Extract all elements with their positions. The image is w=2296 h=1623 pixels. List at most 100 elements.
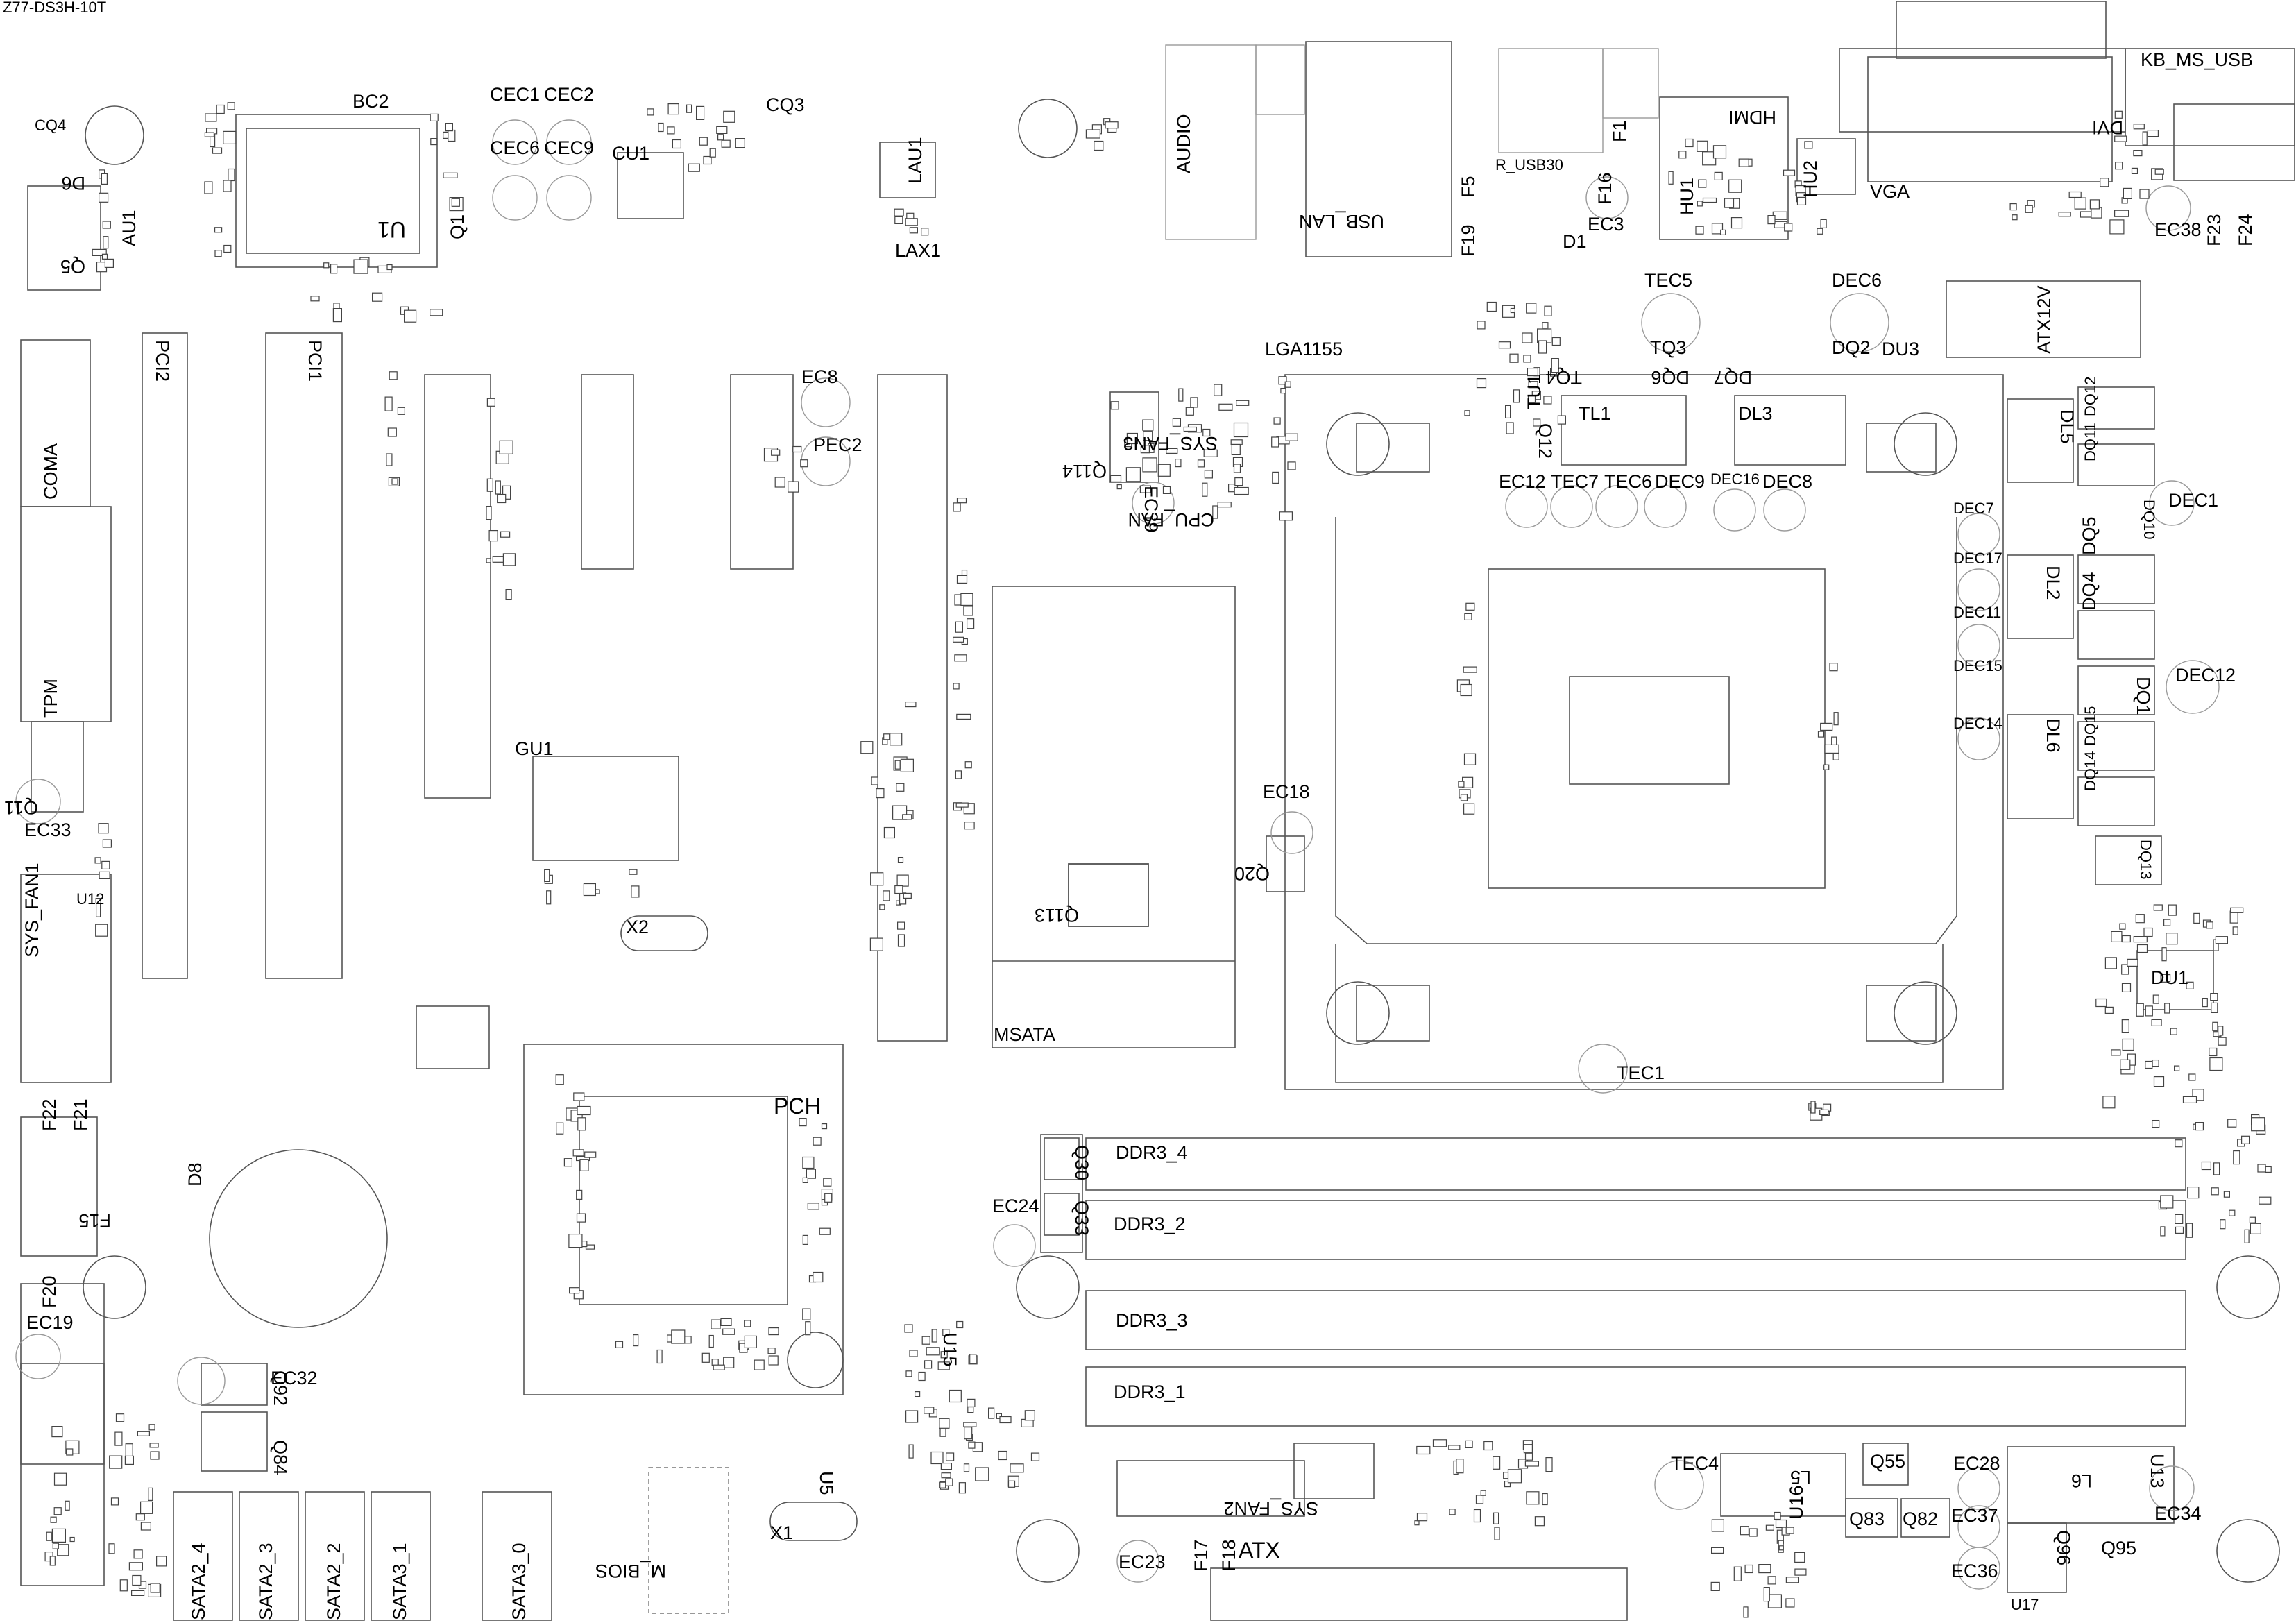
label-vga: VGA (1870, 181, 1910, 202)
smd-pad (964, 822, 975, 830)
smd-pad (2175, 1139, 2183, 1148)
label-dec11: DEC11 (1953, 604, 2001, 621)
smd-pad (505, 588, 512, 600)
smd-pad (2131, 167, 2138, 174)
label-sata2-2: SATA2_2 (323, 1543, 344, 1620)
smd-pad (124, 1455, 134, 1465)
label-q5: Q5 (60, 256, 85, 277)
smd-pad (2152, 1119, 2160, 1128)
smd-pad (921, 1336, 930, 1345)
smd-pad (2114, 135, 2127, 142)
label-ec37: EC37 (1951, 1505, 1998, 1526)
smd-pad (788, 481, 799, 493)
smd-pad (114, 1431, 123, 1446)
label-ec32: EC32 (271, 1368, 318, 1388)
label-f24: F24 (2235, 214, 2256, 246)
smd-pad (2201, 1161, 2211, 1171)
smd-pad (869, 937, 884, 951)
smd-pad (2209, 1057, 2223, 1071)
smd-pad (774, 477, 785, 488)
smd-pad (723, 110, 735, 123)
smd-pad (2119, 923, 2126, 930)
smd-pad (711, 1319, 721, 1329)
smd-pad (2187, 1186, 2200, 1199)
label-f20: F20 (39, 1275, 60, 1308)
label-cu1: CU1 (612, 143, 649, 164)
smd-pad (2121, 983, 2132, 993)
smd-pad (897, 934, 905, 947)
smd-pad (150, 1451, 160, 1460)
smd-pad (1230, 439, 1243, 445)
smd-pad (1744, 1564, 1753, 1574)
smd-pad (1833, 712, 1839, 726)
smd-pad (2111, 931, 2123, 943)
smd-pad (721, 139, 731, 148)
label-ec19: EC19 (26, 1312, 74, 1333)
label-dec17: DEC17 (1953, 550, 2002, 567)
label-q82: Q82 (1903, 1509, 1938, 1529)
smd-pad (672, 139, 682, 149)
label-atx12v: ATX12V (2034, 285, 2055, 354)
smd-pad (1493, 1512, 1499, 1524)
smd-pad (1218, 403, 1233, 411)
smd-pad (2164, 1003, 2170, 1014)
label-ec39: EC39 (1141, 486, 1162, 533)
smd-pad (633, 1334, 639, 1347)
smd-pad (128, 1562, 143, 1571)
smd-pad (956, 575, 968, 584)
smd-pad (2109, 219, 2125, 235)
smd-pad (905, 1410, 919, 1423)
smd-pad (323, 262, 330, 269)
smd-pad (384, 396, 393, 411)
smd-pad (903, 892, 912, 899)
smd-pad (1486, 301, 1497, 312)
smd-pad (1094, 140, 1104, 151)
label-hu1: HU1 (1676, 178, 1697, 215)
smd-pad (1143, 431, 1153, 441)
label-lax1: LAX1 (895, 240, 941, 261)
smd-pad (1498, 341, 1511, 349)
smd-pad (1730, 217, 1743, 229)
smd-pad (1116, 484, 1122, 490)
smd-pad (57, 1544, 69, 1556)
label-q55: Q55 (1870, 1451, 1905, 1472)
smd-pad (1493, 1456, 1501, 1470)
smd-pad (2220, 1219, 2226, 1230)
smd-pad (1285, 433, 1298, 441)
label-tec7: TEC7 (1551, 471, 1599, 492)
smd-pad (227, 102, 235, 110)
smd-pad (1775, 1519, 1787, 1529)
smd-pad (2074, 197, 2086, 210)
smd-pad (577, 1105, 591, 1116)
smd-pad (924, 1407, 935, 1414)
label-l5: L5 (1790, 1467, 1811, 1488)
smd-pad (2259, 1196, 2272, 1205)
smd-pad (448, 129, 456, 142)
smd-pad (771, 449, 781, 456)
smd-pad (132, 1574, 142, 1586)
labels: Z77-DS3H-10T KB_MS_USB DVI HDMI VGA AUDI… (3, 0, 2256, 1620)
smd-pad (735, 138, 745, 148)
label-dec9: DEC9 (1655, 471, 1705, 492)
label-tec4: TEC4 (1671, 1453, 1719, 1474)
smd-pad (958, 1482, 967, 1494)
smd-pad (1728, 179, 1742, 193)
smd-pad (953, 683, 960, 690)
label-dl5: DL5 (2057, 409, 2077, 444)
label-dq14: DQ14 (2082, 751, 2099, 791)
smd-pad (2136, 944, 2148, 953)
label-pec2: PEC2 (813, 434, 862, 455)
smd-pad (50, 1516, 57, 1523)
smd-pad (103, 236, 109, 249)
smd-pad (768, 1355, 779, 1366)
smd-pad (953, 502, 961, 512)
smd-pad (212, 147, 223, 154)
smd-pad (949, 1389, 962, 1403)
smd-pad (821, 1123, 828, 1130)
smd-pad (964, 1427, 973, 1440)
smd-pad (445, 123, 454, 132)
label-cec2: CEC2 (544, 84, 594, 105)
smd-pad (963, 1463, 970, 1472)
smd-pad (802, 1308, 811, 1320)
smd-pad (2211, 1002, 2218, 1014)
